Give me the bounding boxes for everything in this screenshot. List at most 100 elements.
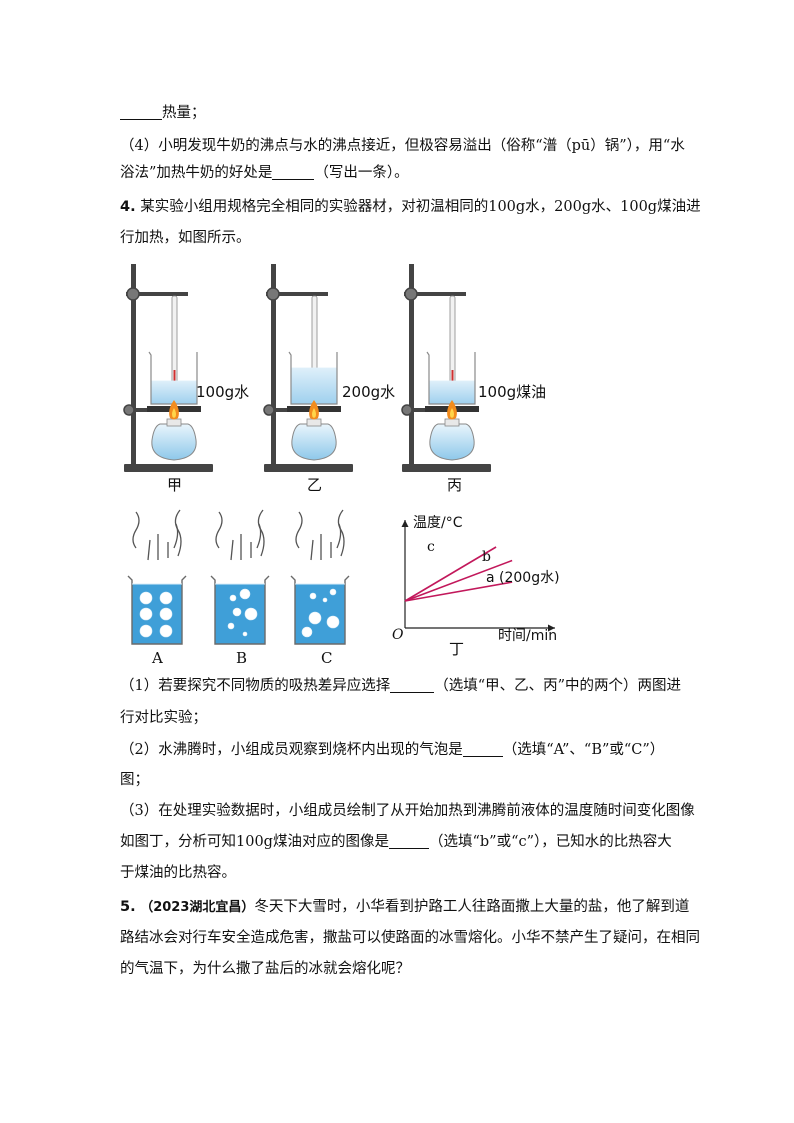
chart-ylabel: 温度/°C (413, 515, 463, 531)
ring-knob (401, 404, 413, 416)
thermometer (311, 295, 318, 400)
steam-line (336, 523, 342, 549)
thermometer (449, 295, 456, 400)
flame-core (312, 408, 316, 418)
clamp-knob (404, 287, 418, 301)
lamp-neck (306, 418, 322, 427)
apparatus-caption-1: 甲 (167, 476, 183, 494)
stand-base (124, 464, 213, 472)
steam-line (132, 511, 140, 549)
steam-line (215, 511, 223, 549)
ring-knob (263, 404, 275, 416)
beaker-water (132, 584, 182, 644)
bubble (229, 594, 237, 602)
bubble (159, 624, 173, 638)
steam-line (173, 523, 179, 549)
bubble (329, 588, 337, 596)
thermometer-bulb (449, 395, 456, 401)
line-milk-1: （4）小明发现牛奶的沸点与水的沸点接近，但极容易溢出（俗称“潽（pū）锅”），用… (120, 138, 685, 154)
answer-blank[interactable] (272, 165, 315, 180)
flame-core (450, 408, 454, 418)
steam-line (295, 511, 303, 549)
answer-blank[interactable] (388, 834, 429, 849)
steam-line (230, 539, 234, 561)
lamp-neck (444, 418, 460, 427)
chart-origin: O (392, 627, 404, 643)
bubble (301, 626, 313, 638)
question-5: 5. （2023湖北宜昌）冬天下大雪时，小华看到护路工人往路面撒上大量的盐，他了… (120, 899, 690, 915)
steam-line (147, 539, 151, 561)
stand-rod (131, 264, 136, 466)
line-heat: 热量； (120, 103, 206, 123)
steam-line (337, 509, 345, 557)
subquestion-3-cont: 如图丁，分析可知100g煤油对应的图像是（选填“b”或“c”），已知水的比热容大 (120, 834, 672, 850)
ring-arm (126, 408, 150, 412)
ring-arm (266, 408, 290, 412)
question-4: 4. 某实验小组用规格完全相同的实验器材，对初温相同的100g水，200g水、1… (120, 199, 701, 215)
bubble (232, 607, 242, 617)
clamp-arm (266, 292, 328, 296)
boiling-beaker-b (210, 509, 270, 645)
wire-gauze (425, 406, 479, 412)
boiling-beaker-c (290, 509, 350, 645)
subquestion-2: （2）水沸腾时，小组成员观察到烧杯内出现的气泡是（选填“A”、“B”或“C”） (120, 742, 665, 758)
series-label-a: a (200g水) (486, 570, 560, 586)
apparatus-label-2: 200g水 (342, 383, 396, 401)
answer-blank[interactable] (462, 742, 503, 757)
beaker-water (295, 584, 345, 644)
flame (309, 400, 319, 420)
apparatus-label-1: 100g水 (196, 383, 250, 401)
beaker-caption-b: B (236, 649, 248, 667)
lamp-neck (166, 418, 182, 427)
steam-line (256, 523, 262, 549)
beaker-glass (210, 575, 270, 645)
stand-rod (409, 264, 414, 466)
beaker (288, 351, 338, 405)
subquestion-1-cont: 行对比实验； (120, 710, 207, 726)
question-4-cont: 行加热，如图所示。 (120, 230, 251, 246)
flame (169, 400, 179, 420)
question-5-cont2: 的气温下，为什么撒了盐后的冰就会熔化呢？ (120, 961, 410, 977)
line-milk-2: 浴法”加热牛奶的好处是（写出一条）。 (120, 165, 409, 181)
beaker-water (215, 584, 265, 644)
subquestion-3-cont2: 于煤油的比热容。 (120, 865, 236, 881)
steam-line (257, 509, 265, 557)
bubble (159, 607, 173, 621)
alcohol-lamp (429, 423, 475, 461)
liquid (291, 367, 337, 404)
stand-base (264, 464, 353, 472)
answer-blank[interactable] (120, 105, 162, 120)
subquestion-1: （1）若要探究不同物质的吸热差异应选择（选填“甲、乙、丙”中的两个）两图进 (120, 678, 682, 694)
apparatus-caption-3: 丙 (447, 476, 463, 494)
beaker-glass (290, 575, 350, 645)
wire-gauze (287, 406, 341, 412)
bubble (322, 597, 328, 603)
thermometer-liquid (173, 370, 176, 397)
bubble (326, 615, 340, 629)
steam-line (174, 509, 182, 557)
stand-base (402, 464, 491, 472)
beaker (426, 351, 476, 405)
y-axis-arrow (401, 520, 409, 527)
alcohol-lamp (291, 423, 337, 461)
answer-blank[interactable] (390, 678, 435, 693)
thermometer-bulb (171, 395, 178, 401)
apparatus-2 (263, 264, 353, 472)
bubble (227, 622, 235, 630)
question-5-cont: 路结冰会对行车安全造成危害，撒盐可以使路面的冰雪熔化。小华不禁产生了疑问，在相同 (120, 930, 700, 946)
chart-title: 丁 (449, 640, 465, 658)
series-label-c: c (427, 539, 435, 555)
bubble (309, 592, 317, 600)
ring-knob (123, 404, 135, 416)
boiling-beaker-a (127, 509, 187, 645)
clamp-arm (404, 292, 466, 296)
bubble (159, 591, 173, 605)
apparatus-1 (123, 264, 213, 472)
clamp-knob (126, 287, 140, 301)
beaker-glass (127, 575, 187, 645)
thermometer-liquid (313, 370, 316, 397)
apparatus-label-3: 100g煤油 (478, 383, 547, 401)
liquid (429, 380, 475, 404)
liquid (151, 380, 197, 404)
flame-core (172, 408, 176, 418)
